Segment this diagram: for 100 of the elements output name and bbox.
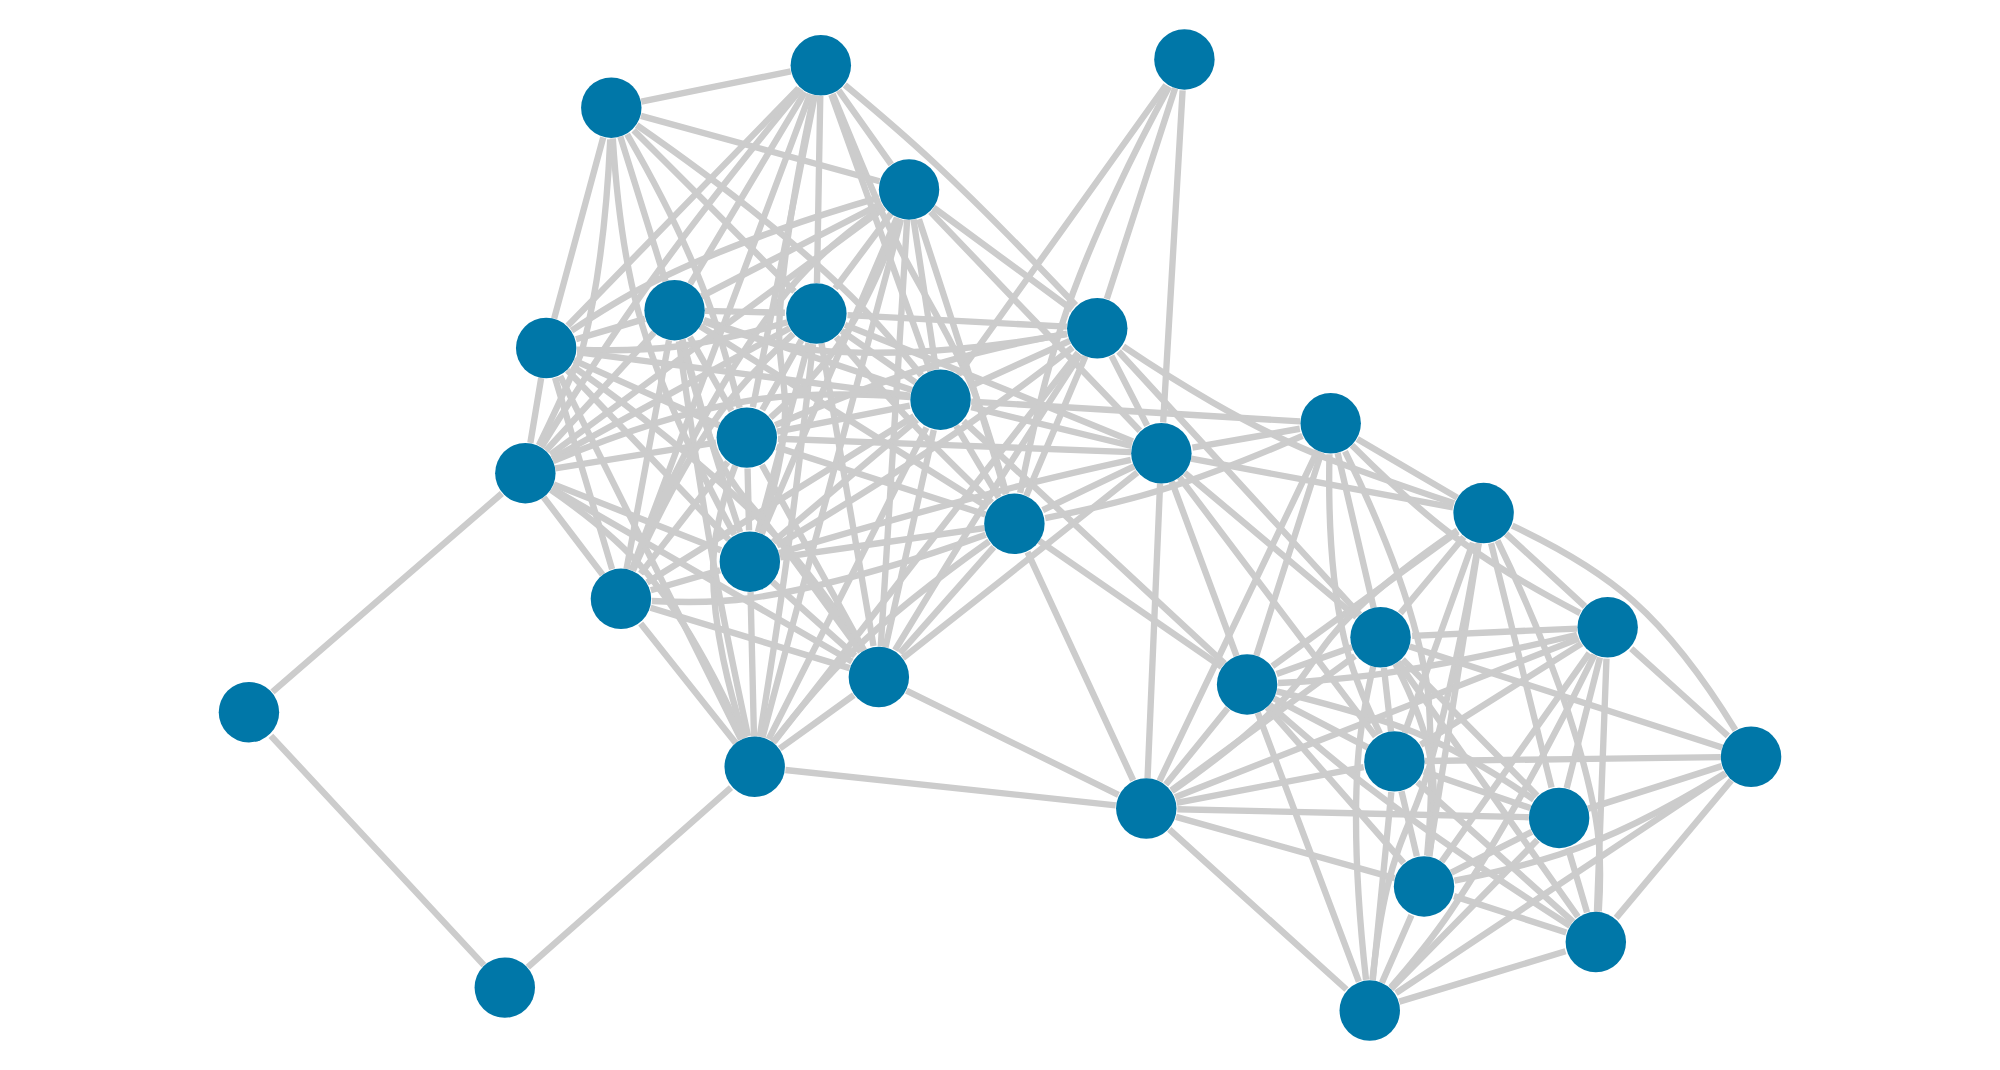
connector — [931, 205, 1074, 313]
connector — [1380, 667, 1395, 732]
connector — [777, 692, 856, 752]
connector — [1267, 702, 1572, 929]
connector — [541, 495, 606, 577]
connector — [843, 321, 1135, 445]
connector — [565, 85, 801, 329]
connector — [268, 733, 487, 968]
connector — [1170, 527, 1460, 794]
connector — [1108, 354, 1150, 427]
connector — [754, 342, 812, 533]
connector — [1023, 355, 1089, 497]
connector — [955, 83, 1169, 377]
connector — [1388, 653, 1598, 990]
connector — [770, 579, 858, 659]
connector — [1044, 432, 1304, 522]
connector — [910, 219, 940, 371]
connector — [1439, 651, 1592, 864]
node-circle — [984, 493, 1045, 554]
connector — [839, 328, 918, 385]
node-circle — [1116, 778, 1177, 839]
connector — [1453, 893, 1568, 936]
connector — [1177, 806, 1529, 821]
connector — [836, 88, 894, 167]
connector — [609, 138, 738, 537]
connector — [1353, 665, 1377, 981]
connector — [649, 567, 721, 594]
connector — [1453, 770, 1727, 884]
connector — [635, 122, 924, 378]
connector — [1379, 913, 1415, 985]
node-circle — [495, 442, 556, 504]
node-circle — [590, 568, 652, 630]
connector — [1494, 539, 1604, 912]
connector — [905, 687, 1120, 798]
connector — [897, 544, 997, 656]
connector — [649, 604, 851, 672]
connector — [779, 524, 985, 561]
connector — [1419, 640, 1584, 748]
connector — [1369, 543, 1482, 981]
connector — [1564, 847, 1591, 914]
connector — [651, 531, 987, 606]
connector — [759, 338, 805, 412]
connector — [550, 325, 792, 462]
connector — [548, 205, 887, 458]
connector — [1400, 657, 1540, 798]
node-circle — [474, 957, 535, 1018]
connector — [645, 413, 916, 586]
connector — [1177, 475, 1379, 739]
connector — [829, 92, 1010, 495]
connector — [1355, 436, 1459, 501]
connector — [687, 90, 808, 286]
connector — [1593, 658, 1610, 912]
connector — [1504, 531, 1588, 609]
node-circle — [716, 407, 778, 468]
connector — [1398, 948, 1567, 1005]
connector — [1334, 452, 1377, 609]
node-circle — [1528, 787, 1590, 849]
connector — [623, 339, 673, 570]
connector — [1254, 711, 1362, 983]
connector — [813, 95, 824, 284]
connector — [1173, 635, 1580, 801]
connector — [1395, 660, 1581, 919]
connector — [1397, 534, 1467, 616]
connector — [1587, 763, 1723, 812]
node-circle — [1339, 980, 1400, 1041]
connector — [678, 339, 864, 654]
connector — [1144, 483, 1164, 779]
connector — [775, 444, 987, 518]
connector — [1388, 837, 1540, 991]
connector — [1163, 706, 1231, 787]
node-circle — [1216, 654, 1278, 715]
connector — [525, 785, 734, 970]
connector — [771, 350, 1081, 744]
connector — [638, 621, 739, 745]
connector — [624, 132, 743, 409]
connector — [630, 331, 796, 573]
connector — [1424, 754, 1721, 765]
node-circle — [1393, 856, 1455, 917]
connector — [1411, 625, 1578, 639]
connector — [833, 335, 994, 505]
connector — [1277, 631, 1578, 687]
connector — [759, 218, 905, 739]
connector — [961, 418, 1227, 666]
connector — [1394, 771, 1728, 996]
connector — [543, 330, 657, 453]
connector — [557, 374, 744, 741]
node-circle — [218, 682, 280, 743]
node-circle — [515, 317, 577, 379]
connector — [702, 318, 1068, 356]
connector — [768, 217, 903, 420]
connector — [1168, 480, 1240, 657]
connector — [759, 463, 867, 652]
connector — [1510, 522, 1739, 732]
connector — [953, 424, 1002, 500]
connector — [1369, 791, 1395, 981]
node-circle — [786, 283, 847, 344]
connector — [565, 368, 732, 542]
connector — [818, 342, 877, 647]
connector — [1191, 425, 1301, 451]
connector — [970, 398, 1301, 425]
